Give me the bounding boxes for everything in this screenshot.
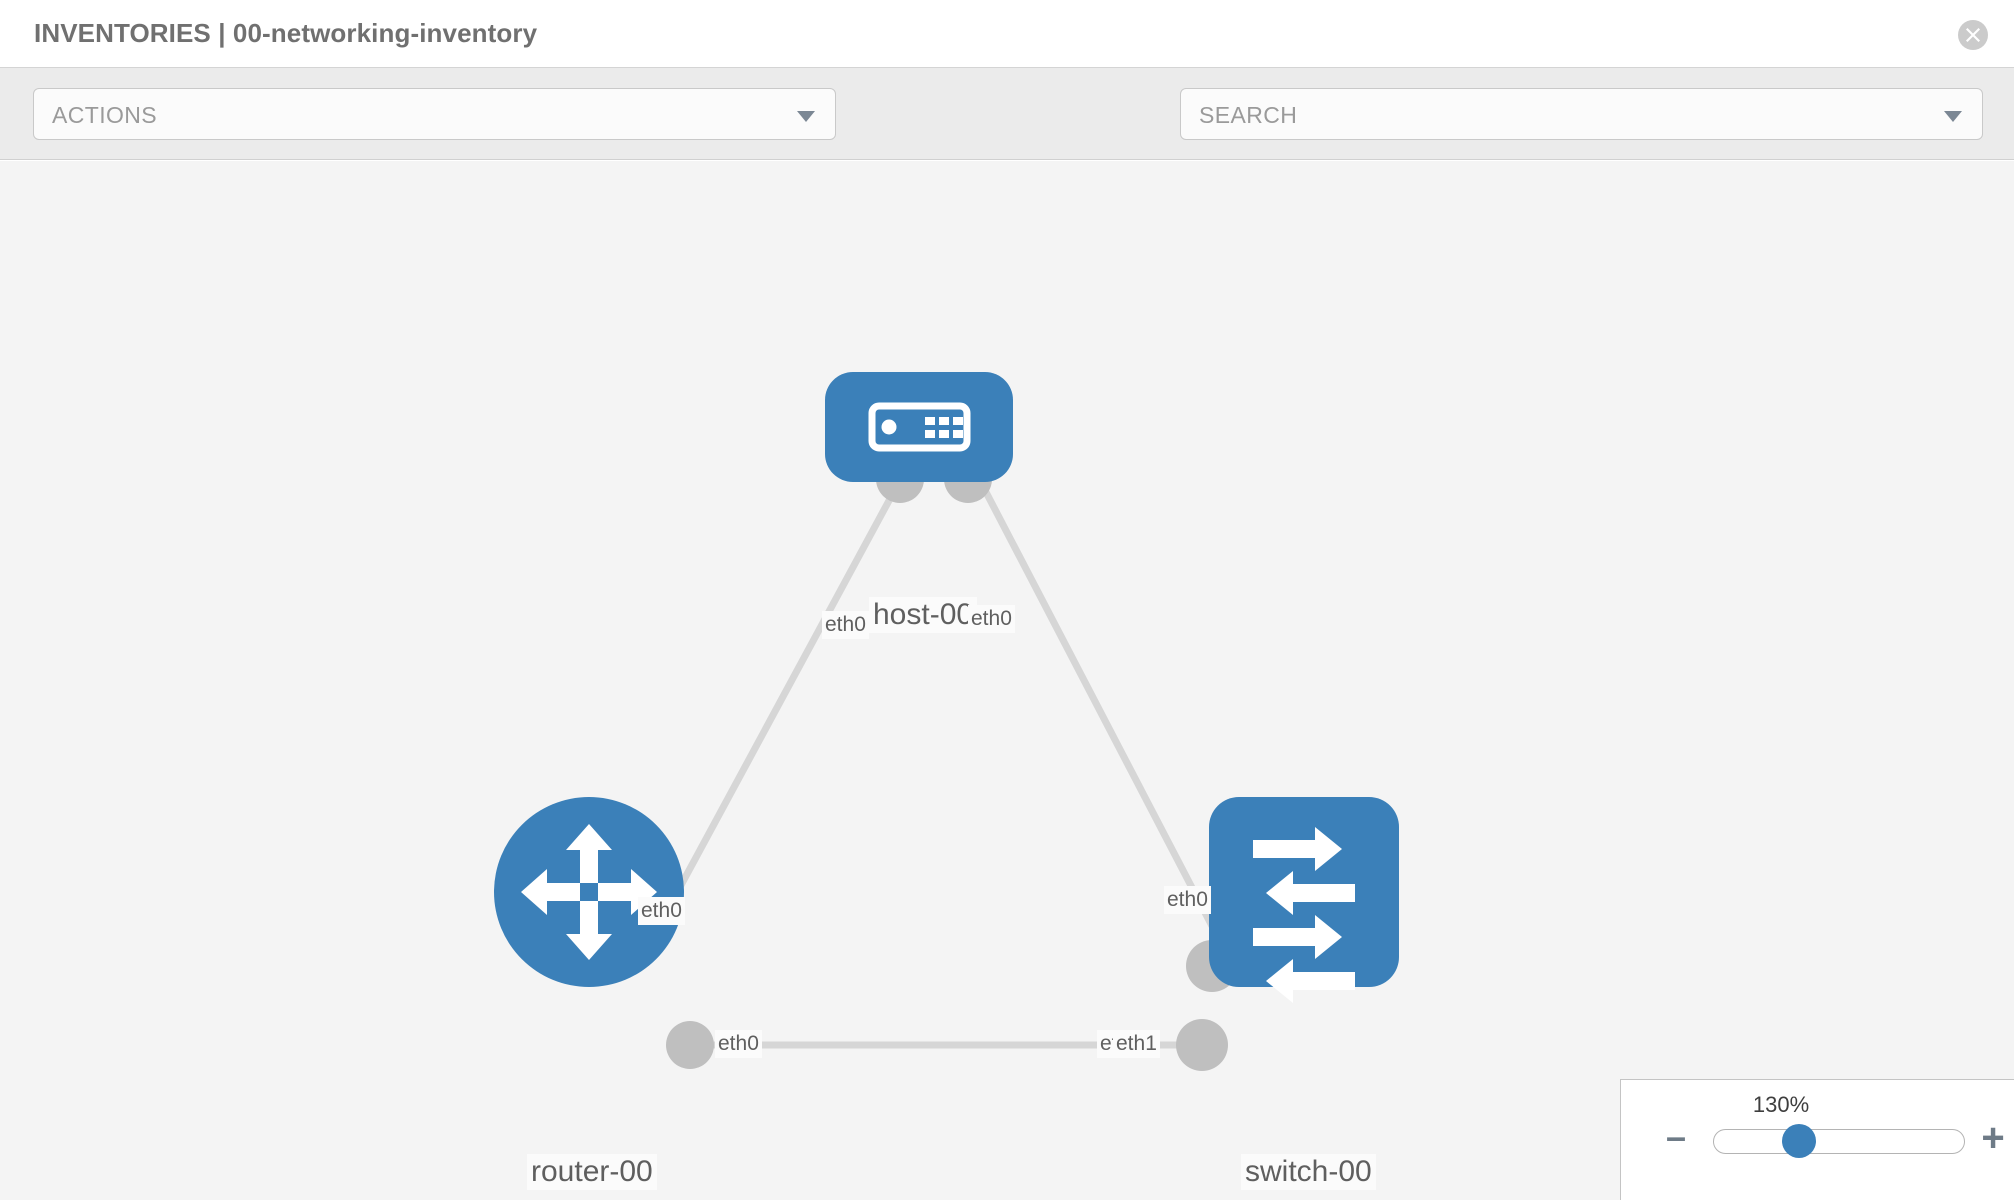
router-arrows-icon [521,824,657,960]
search-input[interactable]: SEARCH [1180,88,1983,140]
zoom-slider-track[interactable] [1713,1129,1965,1154]
node-switch-00[interactable] [1209,797,1399,1003]
node-label-host-00: host-00 [869,597,978,633]
edge-host-router[interactable] [636,469,909,963]
zoom-level-value: 130% [1752,1092,1810,1117]
port-router-eth0[interactable] [666,1021,714,1069]
close-circle-icon [1966,28,1980,42]
edge-host-switch[interactable] [971,469,1229,953]
node-host-00[interactable] [825,372,1013,482]
topology-ports [666,455,1238,1071]
port-switch-eth1[interactable] [1176,1019,1228,1071]
node-router-00[interactable] [494,797,684,987]
close-button[interactable] [1958,20,1988,50]
page-title: INVENTORIES | 00-networking-inventory [34,18,538,48]
topology-edges [636,469,1229,1049]
zoom-slider-thumb[interactable] [1782,1124,1816,1158]
switch-arrows-icon [1253,827,1355,1003]
topology-graph [494,372,1399,1071]
page-header: INVENTORIES | 00-networking-inventory [0,0,2014,67]
server-icon [868,402,971,452]
zoom-control-panel: 130% – + [1620,1079,2014,1200]
zoom-in-button[interactable]: + [1981,1116,2005,1160]
zoom-out-button[interactable]: – [1665,1116,1687,1157]
chevron-down-icon [797,111,815,122]
actions-dropdown-label: ACTIONS [52,102,158,128]
search-placeholder: SEARCH [1199,102,1298,128]
toolbar: ACTIONS SEARCH [0,67,2014,201]
node-label-router-00: router-00 [527,1154,657,1190]
node-label-switch-00: switch-00 [1241,1154,1376,1190]
actions-dropdown[interactable]: ACTIONS [33,88,836,140]
chevron-down-icon[interactable] [1944,111,1962,122]
topology-canvas[interactable]: host-00 router-00 switch-00 eth0 eth0 et… [0,161,2014,1200]
